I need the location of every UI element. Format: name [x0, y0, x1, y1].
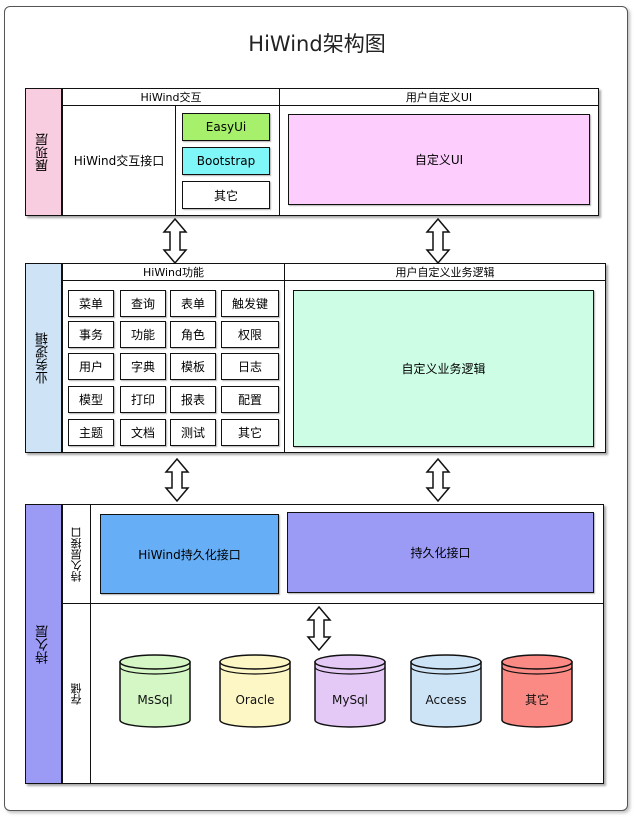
function-cell: 菜单 — [68, 290, 114, 317]
function-cell: 其它 — [221, 419, 279, 446]
function-cell: 权限 — [221, 321, 279, 348]
database-label: MySql — [332, 693, 368, 707]
database-cylinder: Oracle — [219, 654, 291, 728]
presentation-layer-label-box: 展现层 — [26, 89, 62, 215]
function-cell: 主题 — [68, 419, 114, 446]
custom-ui-box: 自定义UI — [288, 114, 590, 205]
function-cell: 测试 — [170, 419, 216, 446]
function-cell: 打印 — [120, 386, 166, 413]
diagram-title: HiWind架构图 — [248, 32, 386, 56]
custom-ui-header: 用户自定义UI — [279, 88, 599, 106]
business-layer-label-box: 业务逻辑 — [26, 264, 62, 452]
function-cell: 表单 — [170, 290, 216, 317]
database-cylinder: MySql — [314, 654, 386, 728]
persistence-interface-label-box: 持久层接口 — [62, 504, 91, 604]
custom-logic-box: 自定义业务逻辑 — [293, 290, 594, 447]
database-label: 其它 — [525, 692, 549, 707]
persistence-layer-label-box: 持久层 — [26, 505, 62, 783]
function-cell: 日志 — [221, 353, 279, 380]
database-cylinder: Access — [410, 654, 482, 728]
custom-persistence-interface: 持久化接口 — [287, 512, 594, 593]
database-cylinder: 其它 — [501, 654, 573, 728]
function-cell: 角色 — [170, 321, 216, 348]
bootstrap-option: Bootstrap — [182, 147, 270, 175]
other-option: 其它 — [182, 181, 270, 209]
function-cell: 模型 — [68, 386, 114, 413]
function-cell: 配置 — [221, 386, 279, 413]
hiwind-persistence-interface: HiWind持久化接口 — [100, 514, 279, 594]
function-cell: 用户 — [68, 353, 114, 380]
easyui-option: EasyUi — [182, 113, 270, 141]
hiwind-interaction-interface: HiWind交互接口 — [62, 105, 176, 216]
database-label: Oracle — [235, 693, 274, 707]
database-cylinder: MsSql — [119, 654, 191, 728]
function-cell: 功能 — [120, 321, 166, 348]
database-label: Access — [425, 693, 466, 707]
function-cell: 查询 — [120, 290, 166, 317]
function-cell: 文档 — [120, 419, 166, 446]
function-cell: 模板 — [170, 353, 216, 380]
function-cell: 字典 — [120, 353, 166, 380]
database-label: MsSql — [137, 693, 172, 707]
function-cell: 报表 — [170, 386, 216, 413]
function-cell: 触发键 — [221, 290, 279, 317]
function-cell: 事务 — [68, 321, 114, 348]
